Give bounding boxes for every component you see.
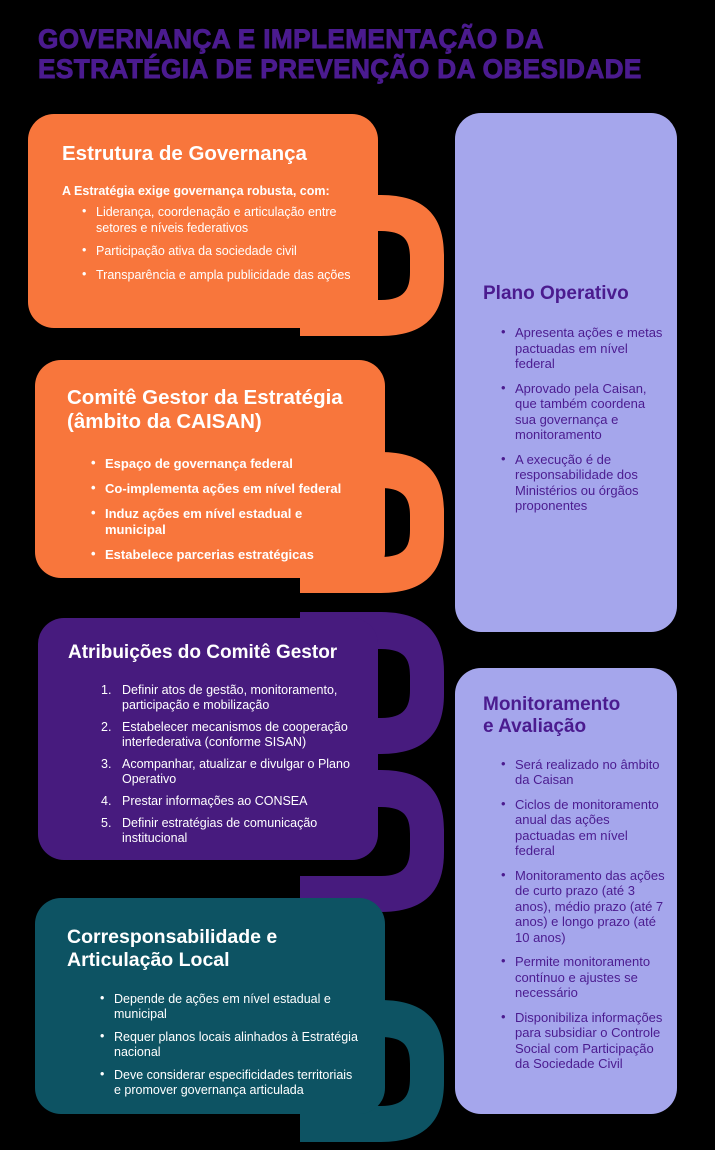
- card-plano-content: Plano Operativo Apresenta ações e metas …: [483, 283, 663, 523]
- list-item-text: Definir atos de gestão, monitoramento, p…: [122, 683, 338, 713]
- page-title-line-2: ESTRATÉGIA DE PREVENÇÃO DA OBESIDADE: [38, 54, 642, 85]
- list-item: Estabelece parcerias estratégicas: [91, 546, 361, 563]
- list-item: Depende de ações em nível estadual e mun…: [100, 991, 361, 1022]
- list-item: Deve considerar especificidades territor…: [100, 1067, 361, 1098]
- list-item-number: 2.: [101, 720, 112, 735]
- card-estrutura-lead: A Estratégia exige governança robusta, c…: [62, 184, 330, 199]
- card-estrutura-bullet-list: Liderança, coordenação e articulação ent…: [62, 204, 352, 284]
- list-item: 1. Definir atos de gestão, monitoramento…: [101, 683, 356, 713]
- page-title: GOVERNANÇA E IMPLEMENTAÇÃO DA ESTRATÉGIA…: [38, 24, 667, 85]
- list-item: Monitoramento das ações de curto prazo (…: [501, 867, 665, 946]
- list-item: Aprovado pela Caisan, que também coorden…: [501, 380, 663, 443]
- card-corresp-bullet-list: Depende de ações em nível estadual e mun…: [67, 991, 361, 1098]
- page-title-line-1: GOVERNANÇA E IMPLEMENTAÇÃO DA: [38, 24, 544, 55]
- list-item: A execução é de responsabilidade dos Min…: [501, 451, 663, 514]
- list-item-text: Prestar informações ao CONSEA: [122, 794, 308, 809]
- card-comite-heading: Comitê Gestor da Estratégia (âmbito da C…: [67, 386, 361, 434]
- list-item: Induz ações em nível estadual e municipa…: [91, 505, 361, 538]
- card-plano-heading: Plano Operativo: [483, 283, 629, 304]
- card-monitoramento-heading-line-1: Monitoramento: [483, 694, 621, 715]
- card-atribuicoes-numbered-list: 1. Definir atos de gestão, monitoramento…: [68, 683, 356, 846]
- list-item: Requer planos locais alinhados à Estraté…: [100, 1029, 361, 1060]
- list-item-number: 5.: [101, 816, 112, 831]
- list-item: Liderança, coordenação e articulação ent…: [82, 204, 352, 236]
- list-item: Disponibiliza informações para subsidiar…: [501, 1009, 665, 1072]
- card-comite-heading-line-1: Comitê Gestor da Estratégia: [67, 386, 343, 409]
- card-monitoramento-bullet-list: Será realizado no âmbito da Caisan Ciclo…: [483, 756, 665, 1072]
- card-corresp-heading-line-2: Articulação Local: [67, 949, 230, 971]
- list-item: Ciclos de monitoramento anual das ações …: [501, 796, 665, 859]
- card-monitoramento-heading: Monitoramento e Avaliação: [483, 694, 665, 739]
- list-item: Será realizado no âmbito da Caisan: [501, 756, 665, 788]
- list-item: Transparência e ampla publicidade das aç…: [82, 267, 352, 284]
- list-item: Participação ativa da sociedade civil: [82, 243, 352, 260]
- card-corresp-heading: Corresponsabilidade e Articulação Local: [67, 926, 361, 972]
- list-item-number: 1.: [101, 683, 112, 698]
- list-item: Apresenta ações e metas pactuadas em nív…: [501, 324, 663, 372]
- card-estrutura-de-governanca: Estrutura de Governança A Estratégia exi…: [28, 114, 378, 328]
- card-plano-bullet-list: Apresenta ações e metas pactuadas em nív…: [483, 324, 663, 514]
- card-estrutura-heading: Estrutura de Governança: [62, 142, 307, 165]
- card-atribuicoes-heading: Atribuições do Comitê Gestor: [68, 642, 338, 663]
- card-corresp-heading-line-1: Corresponsabilidade e: [67, 926, 278, 948]
- list-item: 3. Acompanhar, atualizar e divulgar o Pl…: [101, 757, 356, 787]
- card-comite-heading-line-2: (âmbito da CAISAN): [67, 410, 262, 434]
- card-comite-bullet-list: Espaço de governança federal Co-implemen…: [67, 455, 361, 563]
- list-item: 4. Prestar informações ao CONSEA: [101, 794, 356, 809]
- list-item-text: Acompanhar, atualizar e divulgar o Plano…: [122, 757, 350, 787]
- card-comite-gestor-da-estrategia: Comitê Gestor da Estratégia (âmbito da C…: [35, 360, 385, 578]
- list-item: Espaço de governança federal: [91, 455, 361, 472]
- card-atribuicoes-do-comite-gestor: Atribuições do Comitê Gestor 1. Definir …: [38, 618, 378, 860]
- list-item: 2. Estabelecer mecanismos de cooperação …: [101, 720, 356, 750]
- list-item-text: Definir estratégias de comunicação insti…: [122, 816, 318, 846]
- card-plano-operativo: Plano Operativo Apresenta ações e metas …: [455, 113, 677, 632]
- list-item-number: 3.: [101, 757, 112, 772]
- list-item: Permite monitoramento contínuo e ajustes…: [501, 953, 665, 1001]
- list-item-number: 4.: [101, 794, 112, 809]
- list-item: Co-implementa ações em nível federal: [91, 480, 361, 497]
- card-monitoramento-e-avaliacao: Monitoramento e Avaliação Será realizado…: [455, 668, 677, 1114]
- list-item-text: Estabelecer mecanismos de cooperação int…: [122, 720, 348, 750]
- list-item: 5. Definir estratégias de comunicação in…: [101, 816, 356, 846]
- card-corresponsabilidade-e-articulacao-local: Corresponsabilidade e Articulação Local …: [35, 898, 385, 1114]
- card-monitoramento-heading-line-2: e Avaliação: [483, 716, 587, 738]
